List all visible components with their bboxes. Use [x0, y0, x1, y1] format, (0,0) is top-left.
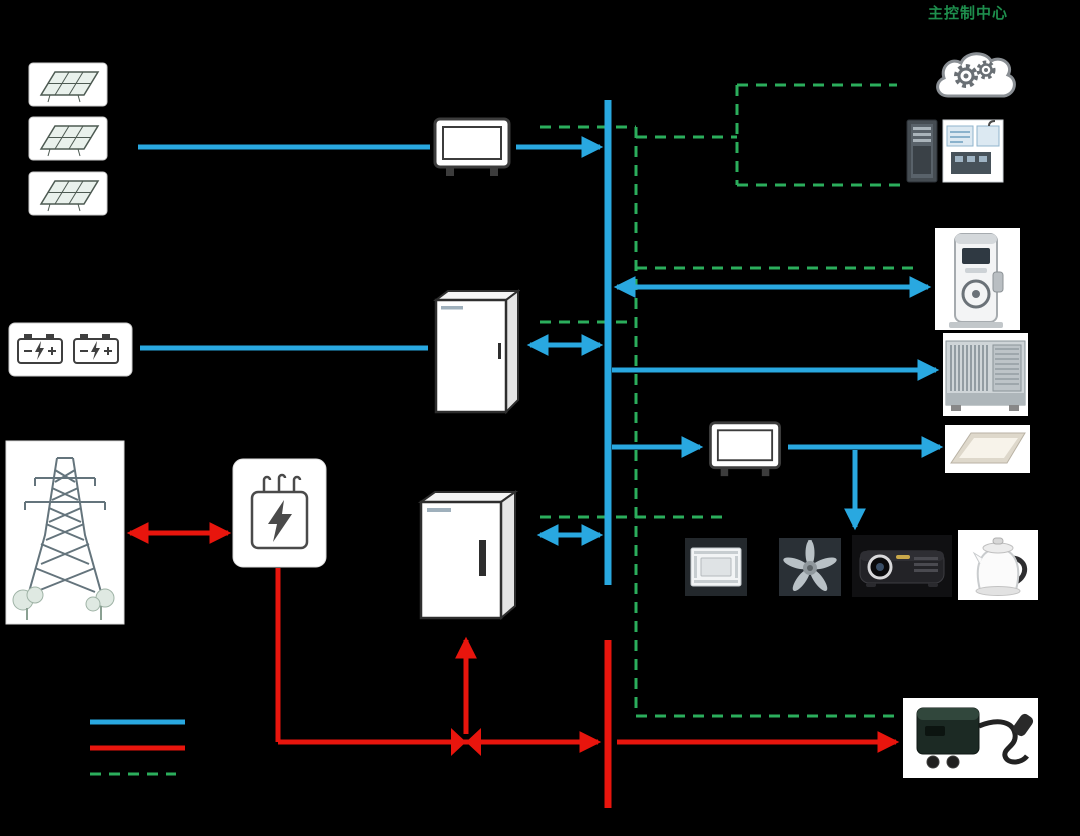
pv-inverter-icon [432, 116, 512, 178]
ceiling-fan-icon [779, 538, 841, 596]
comm-lines [540, 83, 920, 718]
battery-converter-cabinet-icon [430, 288, 520, 416]
cloud-control-center-label: 主控制中心 [928, 5, 1009, 22]
tie-switch-symbol [451, 728, 481, 756]
load-side-inverter-icon [705, 420, 785, 478]
legend [90, 719, 185, 776]
cassette-air-conditioner-icon [685, 538, 747, 596]
local-monitoring-server-icon [905, 118, 1005, 186]
ceiling-light-panel-icon [945, 425, 1030, 473]
electric-kettle-icon [958, 530, 1038, 600]
pv-array-icon-2 [28, 116, 108, 161]
vrf-outdoor-unit-icon [943, 333, 1028, 416]
cloud-control-center-icon [928, 38, 1023, 106]
pv-array-icon-3 [28, 171, 108, 216]
ev-wallbox-charger-icon [903, 698, 1038, 778]
projector-icon [852, 535, 952, 597]
ev-charging-pile-icon [935, 228, 1020, 330]
battery-bank-icon [8, 322, 133, 377]
ac-lines [126, 521, 900, 808]
utility-grid-tower-icon [5, 440, 125, 625]
hybrid-power-cabinet-icon [415, 488, 520, 623]
transformer-icon [232, 458, 327, 568]
pv-array-icon-1 [28, 62, 108, 107]
dc-lines [138, 100, 944, 585]
